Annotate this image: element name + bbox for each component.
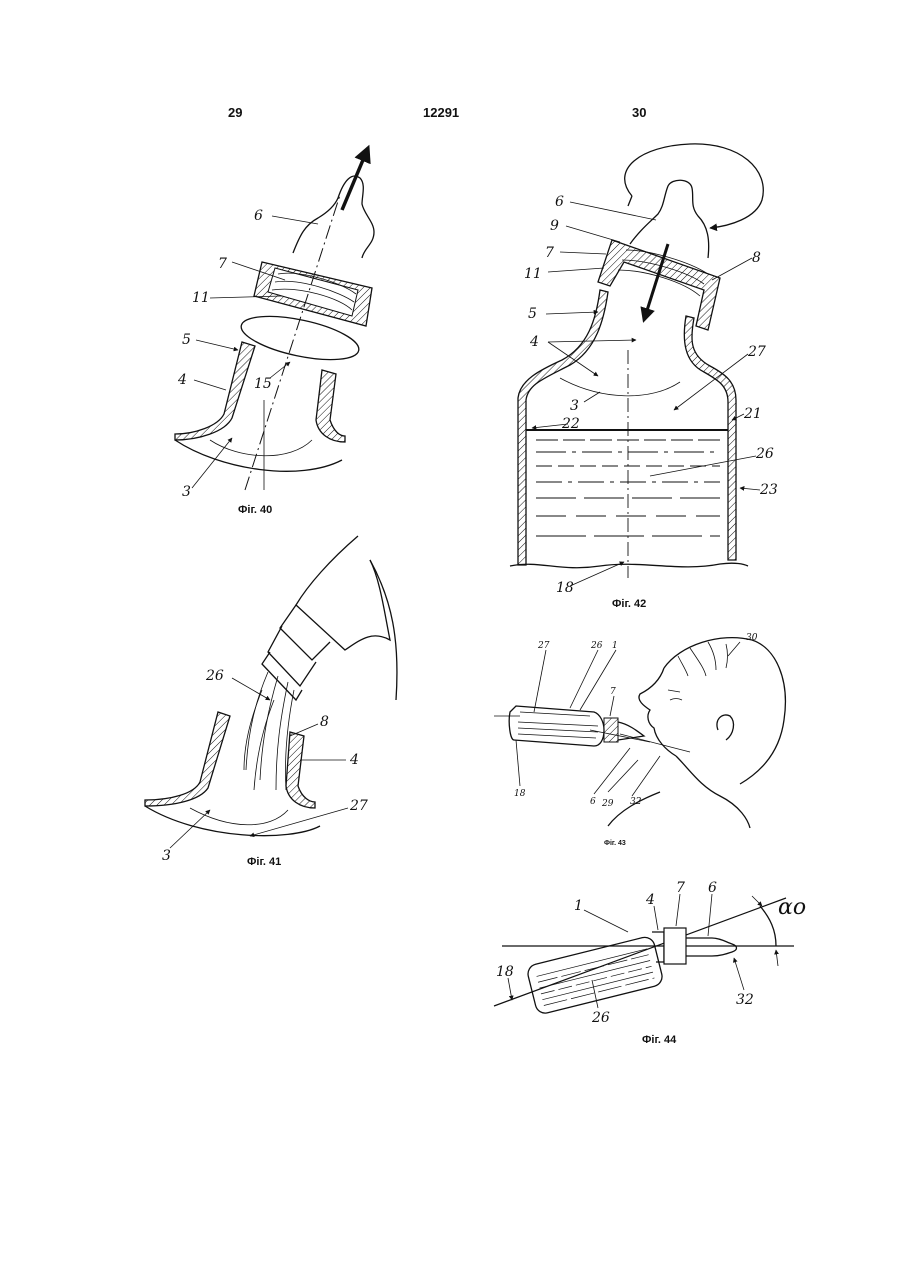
fig40-label-6: 6 xyxy=(254,208,263,224)
fig44-label-26: 26 xyxy=(591,1010,610,1026)
fig44-label-32: 32 xyxy=(736,992,754,1008)
fig41-label-27: 27 xyxy=(349,798,368,814)
fig42-label-21: 21 xyxy=(743,406,762,422)
fig42-label-7: 7 xyxy=(545,245,554,261)
fig43-label-6: 6 xyxy=(590,797,596,807)
fig43-label-1: 1 xyxy=(612,641,618,651)
fig41-label-8: 8 xyxy=(320,714,329,730)
figure-40: 6 7 11 5 4 15 3 xyxy=(175,148,374,500)
fig42-label-5: 5 xyxy=(528,306,537,322)
fig44-label-4: 4 xyxy=(645,892,655,908)
fig44-label-alpha: αo xyxy=(778,895,806,920)
figure-43: 27 26 1 7 30 18 6 29 32 xyxy=(494,633,785,828)
fig43-label-26: 26 xyxy=(590,641,603,651)
fig42-label-8: 8 xyxy=(752,250,761,266)
fig40-label-11: 11 xyxy=(192,290,210,306)
fig42-label-4: 4 xyxy=(529,334,539,350)
fig42-label-3: 3 xyxy=(570,398,579,414)
fig40-label-5: 5 xyxy=(182,332,191,348)
fig43-label-32: 32 xyxy=(630,797,642,807)
fig43-label-27: 27 xyxy=(537,641,550,651)
fig40-label-15: 15 xyxy=(254,376,272,392)
fig42-label-9: 9 xyxy=(550,218,559,234)
fig44-label-6: 6 xyxy=(708,880,717,896)
fig40-label-4: 4 xyxy=(177,372,187,388)
fig43-label-29: 29 xyxy=(601,799,614,809)
fig41-label-4: 4 xyxy=(349,752,359,768)
fig40-label-3: 3 xyxy=(182,484,191,500)
fig44-label-18: 18 xyxy=(496,964,514,980)
fig42-label-23: 23 xyxy=(759,482,778,498)
fig44-label-7: 7 xyxy=(676,880,685,896)
fig42-label-11: 11 xyxy=(524,266,542,282)
fig42-label-6: 6 xyxy=(555,194,564,210)
fig43-label-18: 18 xyxy=(514,789,526,799)
fig40-caption: Фіг. 40 xyxy=(238,504,272,516)
figure-41: 26 8 4 27 3 xyxy=(145,536,397,864)
fig41-label-3: 3 xyxy=(162,848,171,864)
fig41-label-26: 26 xyxy=(205,668,224,684)
fig42-caption: Фіг. 42 xyxy=(612,598,646,610)
fig41-caption: Фіг. 41 xyxy=(247,856,281,868)
fig43-label-30: 30 xyxy=(746,633,758,643)
fig40-label-7: 7 xyxy=(218,256,227,272)
fig44-label-1: 1 xyxy=(574,898,583,914)
fig43-caption: Фіг. 43 xyxy=(604,840,626,847)
fig42-label-18: 18 xyxy=(556,580,574,596)
fig42-label-26: 26 xyxy=(755,446,774,462)
figure-42: 6 9 7 8 11 5 4 27 3 22 21 26 23 18 xyxy=(510,144,778,596)
figure-44: 1 4 7 6 αo 18 26 32 xyxy=(494,880,806,1026)
fig42-label-27: 27 xyxy=(747,344,766,360)
fig42-label-22: 22 xyxy=(561,416,580,432)
fig44-caption: Фіг. 44 xyxy=(642,1034,676,1046)
fig43-label-7: 7 xyxy=(610,687,616,697)
